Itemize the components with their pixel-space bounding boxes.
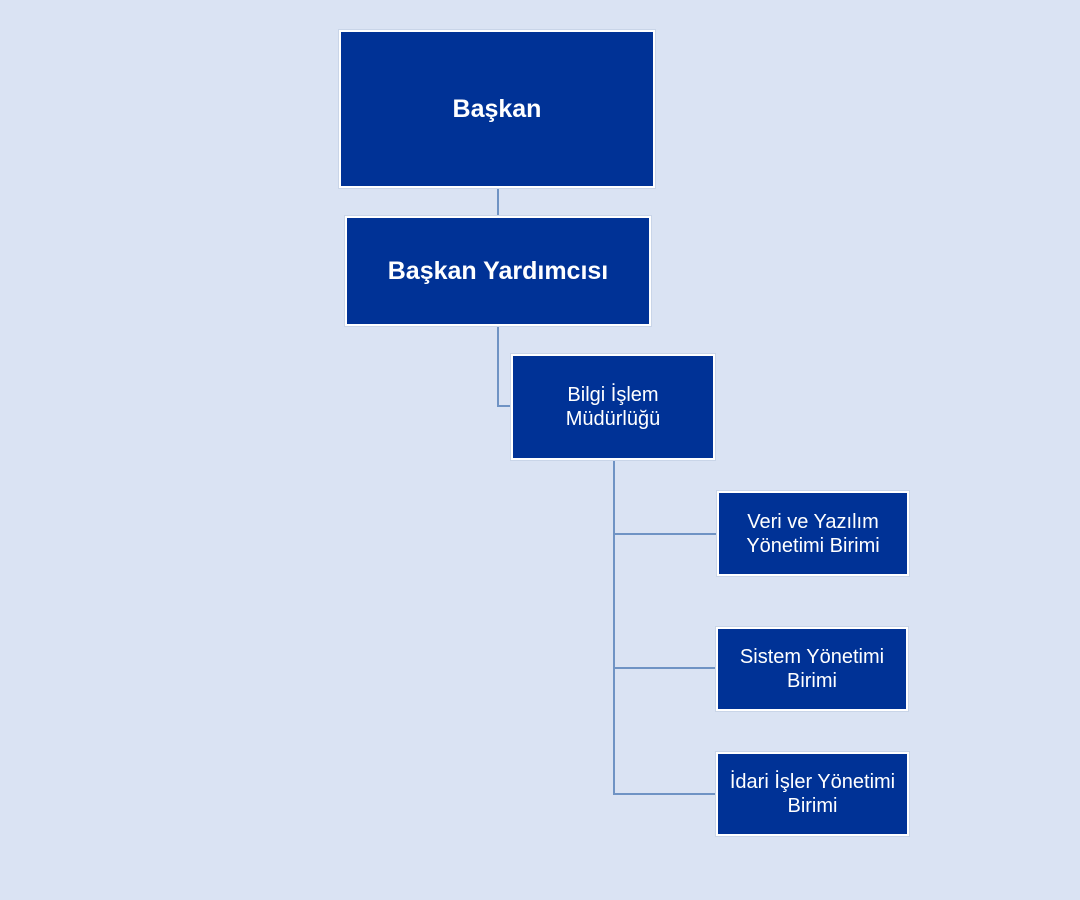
connector-unit-2	[613, 667, 718, 669]
unit-node-data-software: Veri ve Yazılım Yönetimi Birimi	[717, 491, 909, 576]
vice-president-node: Başkan Yardımcısı	[345, 216, 651, 326]
connector-unit-3	[613, 793, 718, 795]
unit-label: Veri ve Yazılım Yönetimi Birimi	[746, 510, 880, 557]
it-directorate-node: Bilgi İşlem Müdürlüğü	[511, 354, 715, 460]
president-label: Başkan	[452, 95, 542, 123]
unit-node-administrative: İdari İşler Yönetimi Birimi	[716, 752, 909, 836]
unit-label: Sistem Yönetimi Birimi	[739, 646, 885, 692]
connector-vice-directorate-vertical	[497, 325, 499, 407]
vice-president-label: Başkan Yardımcısı	[387, 257, 609, 285]
connector-president-vice	[497, 187, 499, 217]
it-directorate-label: Bilgi İşlem Müdürlüğü	[565, 384, 661, 430]
connector-unit-1	[613, 533, 719, 535]
unit-label: İdari İşler Yönetimi Birimi	[729, 771, 896, 817]
connector-directorate-units-trunk	[613, 459, 615, 795]
president-node: Başkan	[339, 30, 655, 188]
connector-vice-directorate-horizontal	[497, 405, 513, 407]
unit-node-system: Sistem Yönetimi Birimi	[716, 627, 908, 711]
